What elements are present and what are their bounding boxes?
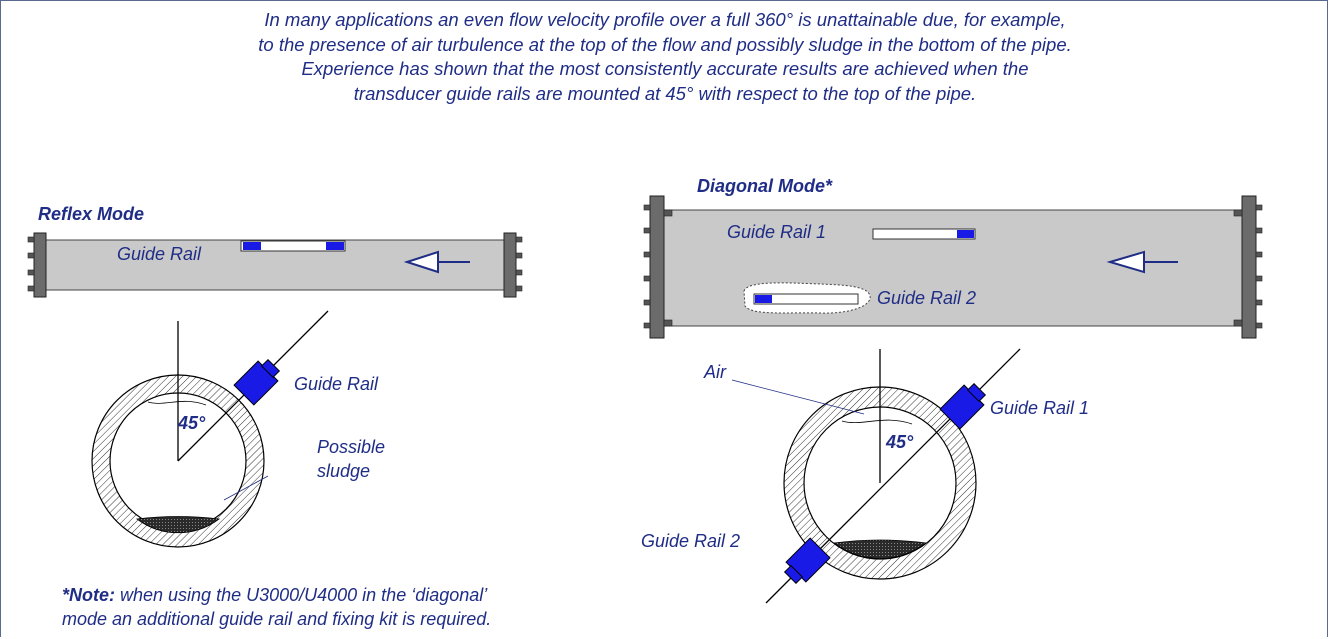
intro-line: transducer guide rails are mounted at 45…	[353, 82, 977, 104]
diagonal-guide-rail-2	[743, 282, 871, 314]
reflex-sludge-label-line2: sludge	[317, 461, 371, 481]
reflex-cross-section	[91, 310, 329, 548]
footnote-line-1: *Note: when using the U3000/U4000 in the…	[62, 584, 491, 608]
diagonal-flange-left	[649, 195, 665, 339]
reflex-section-rail-label: Guide Rail	[294, 374, 379, 394]
reflex-transducer-icon	[233, 358, 281, 406]
reflex-sludge-icon	[135, 516, 221, 534]
reflex-angle-label: 45°	[178, 413, 206, 433]
diagonal-air-line	[841, 419, 913, 425]
intro-line: In many applications an even flow veloci…	[264, 9, 1066, 30]
diagonal-transducer-2-icon	[783, 537, 831, 585]
diagonal-air-leader	[731, 379, 865, 415]
diagonal-rail-1-label: Guide Rail 1	[727, 222, 827, 242]
diagonal-transducer-1-icon	[939, 382, 987, 430]
reflex-pipe	[27, 232, 523, 298]
reflex-flange-right	[503, 232, 517, 298]
diagonal-guide-rail-1	[872, 228, 976, 240]
footnote-line-1-text: when using the U3000/U4000 in the ‘diago…	[115, 585, 488, 605]
reflex-air-line	[147, 401, 207, 406]
footnote-prefix: *Note:	[62, 585, 115, 605]
diagonal-flange-right	[1241, 195, 1257, 339]
diagonal-air-label: Air	[704, 362, 726, 382]
diagonal-flange-bolts	[643, 204, 1263, 329]
diagonal-sludge-icon	[832, 539, 928, 559]
reflex-flange-bolts	[27, 236, 523, 292]
reflex-guide-rail-label: Guide Rail	[117, 244, 202, 264]
diagonal-cross-section	[731, 348, 1021, 604]
intro-line: to the presence of air turbulence at the…	[258, 33, 1072, 55]
reflex-mode-title: Reflex Mode	[38, 204, 145, 224]
intro-paragraph: In many applications an even flow veloci…	[60, 8, 1270, 106]
diagonal-section-rail-1-label: Guide Rail 1	[990, 398, 1090, 418]
reflex-flange-left	[33, 232, 47, 298]
footnote-line-2: mode an additional guide rail and fixing…	[62, 608, 492, 629]
diagonal-section-rail-2-label: Guide Rail 2	[641, 531, 741, 551]
intro-line: Experience has shown that the most consi…	[301, 58, 1029, 79]
reflex-sludge-leader	[223, 475, 269, 501]
diagonal-rail-2-label: Guide Rail 2	[877, 288, 977, 308]
reflex-guide-rail-top	[240, 240, 346, 252]
diagonal-pipe	[643, 195, 1263, 339]
footnote: *Note: when using the U3000/U4000 in the…	[62, 584, 491, 631]
diagonal-angle-label: 45°	[886, 432, 914, 452]
diagonal-mode-title: Diagonal Mode*	[697, 176, 833, 196]
diagonal-flow-arrow-icon	[1106, 250, 1178, 274]
reflex-sludge-label-line1: Possible	[317, 437, 386, 457]
reflex-flow-arrow-icon	[403, 250, 470, 274]
